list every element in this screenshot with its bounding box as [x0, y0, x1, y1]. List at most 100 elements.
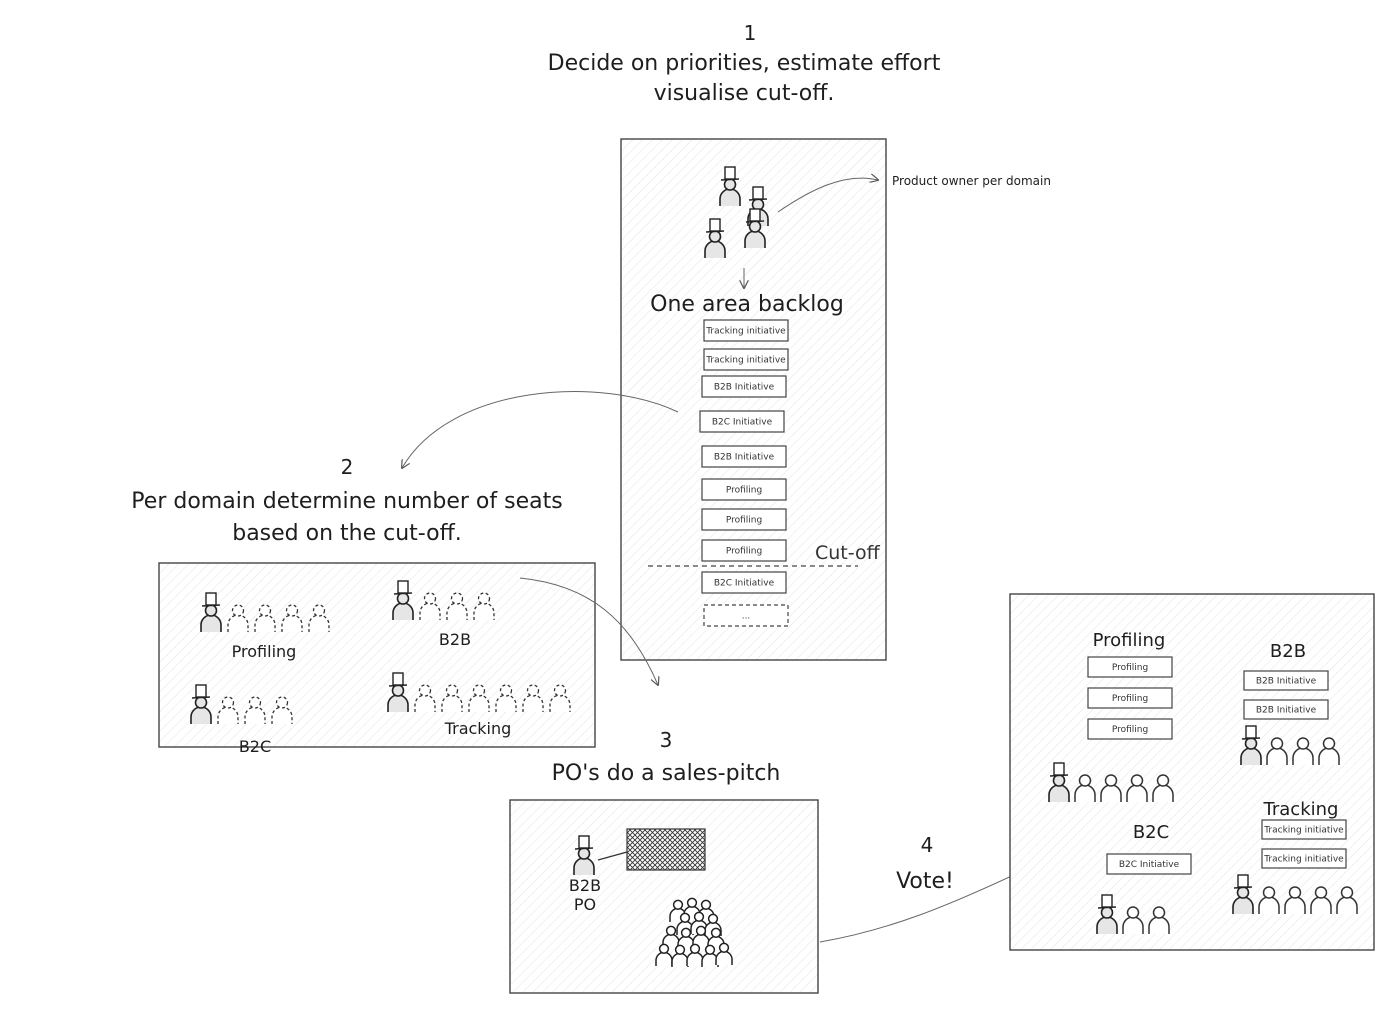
audience-person-12: [671, 944, 689, 967]
seats-b2c-seat-3: [271, 696, 293, 724]
pitch-panel: B2B PO: [509, 799, 819, 994]
backlog-item-5: B2B Initiative: [701, 445, 787, 468]
result-profiling-item-3-label: Profiling: [1112, 725, 1148, 735]
result-tracking-team-seat-1: [1258, 886, 1280, 914]
step2-line1: Per domain determine number of seats: [131, 489, 562, 514]
result-tracking-team: [1232, 874, 1358, 914]
seats-b2b-seat-2: [446, 592, 468, 620]
po-annotation-label: Product owner per domain: [892, 174, 1051, 188]
result-profiling-team-seat-1: [1074, 774, 1096, 802]
result-tracking-item-2-label: Tracking initiative: [1263, 855, 1344, 865]
result-profiling-item-2: Profiling: [1087, 687, 1173, 709]
step1-number: 1: [744, 21, 757, 45]
result-tracking-team-po: [1232, 874, 1254, 914]
result-profiling-team: [1048, 762, 1174, 802]
result-panel: Profiling B2B B2C Tracking ProfilingProf…: [1009, 593, 1375, 951]
backlog-item-8: Profiling: [701, 539, 787, 562]
result-b2b-team: [1240, 725, 1340, 765]
b2b-po-figure: [573, 835, 595, 875]
result-people: [1048, 725, 1358, 934]
seats-tracking: [387, 672, 571, 712]
backlog-item-1-label: Tracking initiative: [705, 327, 786, 337]
seats-tracking-seat-5: [522, 684, 544, 712]
result-b2c-title: B2C: [1133, 822, 1169, 843]
result-b2b-team-seat-3: [1318, 737, 1340, 765]
backlog-item-2: Tracking initiative: [703, 348, 789, 371]
seats-profiling-seat-3: [281, 604, 303, 632]
result-b2b-team-seat-2: [1292, 737, 1314, 765]
seats-profiling-seat-2: [254, 604, 276, 632]
seats-tracking-po: [387, 672, 409, 712]
backlog-item-3-label: B2B Initiative: [714, 383, 775, 393]
backlog-item-3: B2B Initiative: [701, 375, 787, 398]
result-b2b-item-1: B2B Initiative: [1243, 670, 1329, 691]
product-owner-3: [704, 218, 726, 258]
po-label-line2: PO: [574, 895, 596, 914]
po-label-line1: B2B: [569, 876, 601, 895]
seats-tracking-seat-6: [549, 684, 571, 712]
result-b2b-item-2-label: B2B Initiative: [1256, 706, 1317, 716]
audience-person-15: [715, 942, 733, 965]
seats-tracking-seat-4: [495, 684, 517, 712]
product-owner-group: [704, 166, 769, 258]
arrow-to-step4: [819, 872, 1020, 943]
seats-panel: Profiling B2B B2C Tracking: [158, 562, 596, 756]
backlog-item-5-label: B2B Initiative: [714, 453, 775, 463]
result-b2c-team-seat-1: [1122, 906, 1144, 934]
backlog-item-4: B2C Initiative: [699, 410, 785, 433]
backlog-item-2-label: Tracking initiative: [705, 356, 786, 366]
result-b2b-item-1-label: B2B Initiative: [1256, 677, 1317, 687]
domain-label-b2b: B2B: [439, 630, 471, 649]
domain-label-profiling: Profiling: [232, 642, 297, 661]
domain-label-tracking: Tracking: [444, 719, 512, 738]
step4-heading: 4 Vote!: [896, 833, 954, 894]
seats-b2b: [392, 580, 495, 620]
result-profiling-item-3: Profiling: [1087, 718, 1173, 740]
result-profiling-item-1-label: Profiling: [1112, 663, 1148, 673]
seats-b2b-po: [392, 580, 414, 620]
step1-heading: 1 Decide on priorities, estimate effort …: [548, 21, 941, 106]
backlog-item-9: B2C Initiative: [701, 571, 787, 594]
seats-profiling-seat-4: [308, 604, 330, 632]
backlog-item-6-label: Profiling: [726, 486, 762, 496]
backlog-item-9-label: B2C Initiative: [714, 579, 775, 589]
result-panel-frame: [1009, 593, 1375, 951]
pitching-po: [573, 835, 595, 875]
cutoff-label: Cut-off: [815, 542, 881, 564]
backlog-item-6: Profiling: [701, 478, 787, 501]
result-profiling-item-1: Profiling: [1087, 656, 1173, 678]
seats-profiling: [200, 592, 330, 632]
result-profiling-title: Profiling: [1093, 630, 1166, 651]
seats-tracking-seat-1: [414, 684, 436, 712]
result-tracking-title: Tracking: [1263, 799, 1339, 820]
step3-heading: 3 PO's do a sales-pitch: [552, 728, 781, 786]
step1-line2: visualise cut-off.: [654, 81, 835, 106]
result-tracking-team-seat-4: [1336, 886, 1358, 914]
result-profiling-team-po: [1048, 762, 1070, 802]
result-tracking-team-seat-3: [1310, 886, 1332, 914]
result-b2c-item-1-label: B2C Initiative: [1119, 860, 1180, 870]
seats-profiling-po: [200, 592, 222, 632]
result-b2b-title: B2B: [1270, 641, 1306, 662]
po-annotation-arrow: [777, 178, 878, 213]
seats-tracking-seat-3: [468, 684, 490, 712]
backlog-item-8-label: Profiling: [726, 547, 762, 557]
result-b2b-item-2: B2B Initiative: [1243, 699, 1329, 720]
result-tracking-item-1: Tracking initiative: [1261, 819, 1347, 840]
result-b2c-team-po: [1096, 894, 1118, 934]
result-b2b-team-seat-1: [1266, 737, 1288, 765]
seats-b2b-seat-1: [419, 592, 441, 620]
arrow-to-step3: [519, 577, 658, 685]
step3-title: PO's do a sales-pitch: [552, 761, 781, 786]
result-profiling-team-seat-2: [1100, 774, 1122, 802]
result-profiling-team-seat-4: [1152, 774, 1174, 802]
backlog-item-10-label: ...: [742, 612, 751, 622]
seats-profiling-seat-1: [227, 604, 249, 632]
backlog-panel: Product owner per domain One area backlo…: [620, 138, 1051, 661]
pointer: [597, 851, 628, 861]
audience-person-14: [701, 944, 719, 967]
product-owner-1: [719, 166, 741, 206]
